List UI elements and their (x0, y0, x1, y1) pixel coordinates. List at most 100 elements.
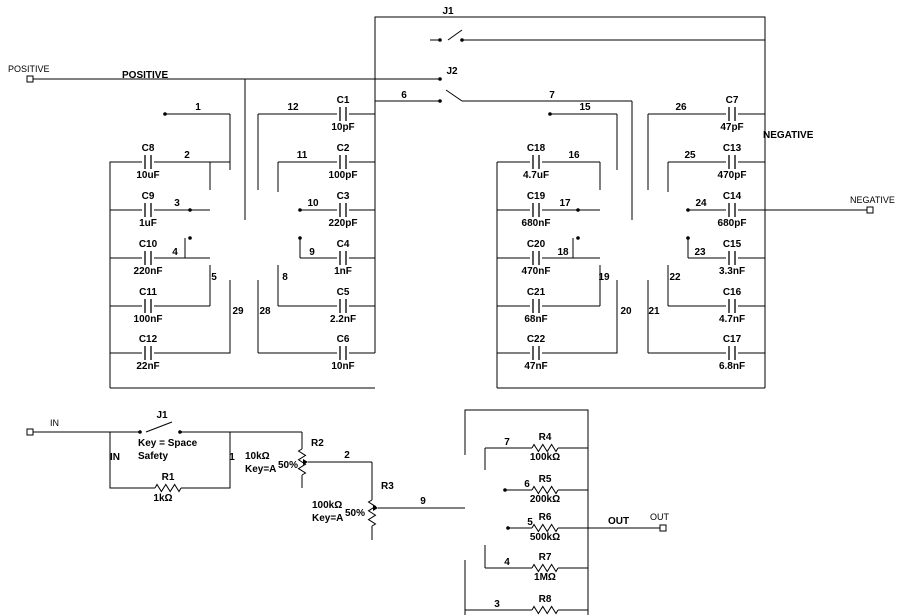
cap-ref: C22 (527, 334, 546, 345)
out-terminal (659, 524, 667, 532)
positive-terminal-label: POSITIVE (8, 64, 50, 74)
node-9-dot (298, 236, 302, 240)
cap-c20-gap (530, 250, 542, 266)
j1-bottom-label: J1 (156, 410, 168, 421)
r2-key: Key=A (245, 464, 276, 475)
cap-c18-gap (530, 154, 542, 170)
j1-bottom-contact-a (138, 430, 142, 434)
j2-blade (445, 89, 463, 102)
cap-ref: C12 (139, 334, 158, 345)
node-26-label: 26 (675, 102, 687, 113)
cap-c8-gap (142, 154, 154, 170)
negative-terminal-label: NEGATIVE (850, 195, 895, 205)
cap-ref: C10 (139, 239, 158, 250)
r3-value: 100kΩ (312, 500, 342, 511)
potentiometer-r2 (297, 448, 307, 476)
node-22-label: 22 (669, 272, 681, 283)
resistor-r6 (531, 523, 559, 533)
node-8-label: 8 (282, 272, 288, 283)
node-12-label: 12 (287, 102, 299, 113)
node-2-label: 2 (184, 150, 190, 161)
cap-ref: C15 (723, 239, 742, 250)
cap-value: 470pF (718, 170, 747, 181)
ladder-node-label: 5 (527, 517, 533, 528)
node-24-dot (686, 208, 690, 212)
node-21-label: 21 (648, 306, 660, 317)
r3-ref: R3 (381, 481, 394, 492)
node-17-label: 17 (559, 198, 571, 209)
cap-c15-gap (726, 250, 738, 266)
negative-terminal (866, 206, 874, 214)
node-15-dot (548, 112, 552, 116)
node-15-label: 15 (579, 102, 591, 113)
cap-c16-gap (726, 298, 738, 314)
cap-ref: C2 (337, 143, 350, 154)
node-6-label: 6 (401, 90, 407, 101)
cap-ref: C20 (527, 239, 546, 250)
node-3-label: 3 (174, 198, 180, 209)
j2-label: J2 (446, 66, 458, 77)
r5-dot (503, 488, 507, 492)
r2-pct: 50% (278, 460, 298, 471)
node-11-label: 11 (297, 150, 308, 161)
resistor-r8 (531, 605, 559, 615)
node-1-dot (163, 112, 167, 116)
ladder-node-label: 3 (494, 599, 500, 610)
r3-pct: 50% (345, 508, 365, 519)
cap-c6-gap (337, 345, 349, 361)
cap-value: 10uF (136, 170, 159, 181)
node-23-label: 23 (694, 247, 706, 258)
cap-c21-gap (530, 298, 542, 314)
negative-wire-label: NEGATIVE (763, 130, 814, 141)
resistor-ref: R8 (539, 594, 552, 605)
cap-c14-gap (726, 202, 738, 218)
cap-c5-gap (337, 298, 349, 314)
node-2b-label: 2 (344, 450, 350, 461)
j1-blade (447, 29, 463, 41)
cap-value: 10pF (331, 122, 354, 133)
cap-value: 100pF (329, 170, 358, 181)
cap-value: 220pF (329, 218, 358, 229)
cap-ref: C14 (723, 191, 742, 202)
node-25-label: 25 (684, 150, 696, 161)
positive-wire-label: POSITIVE (122, 70, 168, 81)
node-28-label: 28 (259, 306, 271, 317)
r2-wiper-head (303, 459, 308, 465)
cap-c7-gap (726, 106, 738, 122)
cap-ref: C11 (139, 287, 157, 298)
node-24-label: 24 (695, 198, 707, 209)
resistor-value: 200kΩ (530, 494, 560, 505)
ladder-node-label: 6 (524, 479, 530, 490)
cap-c1-gap (337, 106, 349, 122)
node-1-label: 1 (195, 102, 201, 113)
cap-ref: C1 (337, 95, 350, 106)
cap-c9-gap (142, 202, 154, 218)
cap-value: 10nF (331, 361, 354, 372)
cap-c19-gap (530, 202, 542, 218)
node-23-dot (686, 236, 690, 240)
node-4-dot (188, 236, 192, 240)
node-17-dot (576, 208, 580, 212)
node-18-label: 18 (557, 247, 569, 258)
j1-return-wire (374, 16, 766, 360)
cap-value: 3.3nF (719, 266, 745, 277)
cap-ref: C3 (337, 191, 350, 202)
resistor-r1 (154, 483, 182, 493)
potentiometer-r3 (367, 499, 377, 527)
cap-value: 68nF (524, 314, 547, 325)
j1-contact-b (460, 38, 464, 42)
resistor-value: 100kΩ (530, 452, 560, 463)
node-10-dot (298, 208, 302, 212)
cap-c13-gap (726, 154, 738, 170)
j1-contact-a (438, 38, 442, 42)
out-wire-label: OUT (608, 516, 629, 527)
cap-value: 680nF (522, 218, 551, 229)
node-16-label: 16 (568, 150, 580, 161)
node-5-label: 5 (211, 272, 217, 283)
cap-c22-gap (530, 345, 542, 361)
resistor-ref: R5 (539, 474, 552, 485)
cap-value: 220nF (134, 266, 163, 277)
cap-ref: C9 (142, 191, 155, 202)
resistor-r7 (531, 563, 559, 573)
cap-ref: C16 (723, 287, 742, 298)
